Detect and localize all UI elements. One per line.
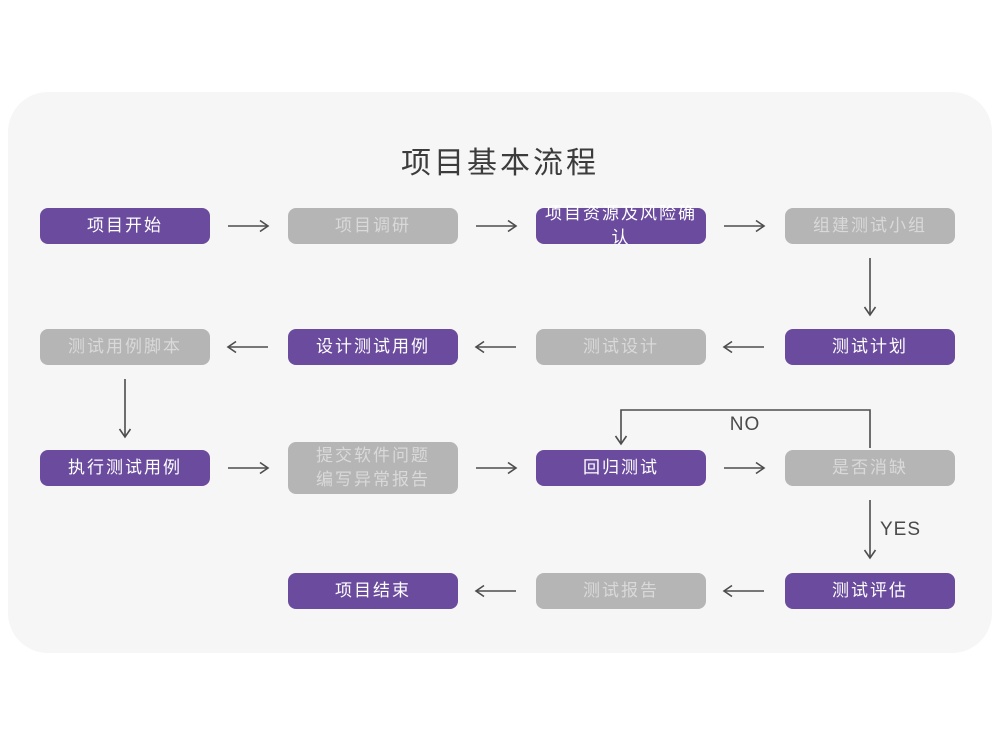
node-regression-test: 回归测试: [536, 450, 706, 486]
page-title: 项目基本流程: [401, 147, 599, 180]
node-build-test-team: 组建测试小组: [785, 208, 955, 244]
flowchart-card: 项目基本流程: [8, 92, 992, 653]
node-test-design: 测试设计: [536, 329, 706, 365]
node-submit-issue-report: 提交软件问题 编写异常报告: [288, 442, 458, 494]
node-project-start: 项目开始: [40, 208, 210, 244]
node-test-report: 测试报告: [536, 573, 706, 609]
node-resource-risk-confirm: 项目资源及风险确认: [536, 204, 706, 247]
node-design-test-case: 设计测试用例: [288, 329, 458, 365]
label-yes: YES: [880, 519, 922, 540]
node-project-end: 项目结束: [288, 573, 458, 609]
label-no: NO: [729, 414, 761, 435]
node-project-research: 项目调研: [288, 208, 458, 244]
node-test-evaluate: 测试评估: [785, 573, 955, 609]
arrow-no-loop-to-regression: [614, 409, 871, 448]
node-execute-test-case: 执行测试用例: [40, 450, 210, 486]
node-test-case-script: 测试用例脚本: [40, 329, 210, 365]
node-defect-cleared-check: 是否消缺: [785, 450, 955, 486]
flow-arrows: [118, 219, 877, 598]
node-test-plan: 测试计划: [785, 329, 955, 365]
